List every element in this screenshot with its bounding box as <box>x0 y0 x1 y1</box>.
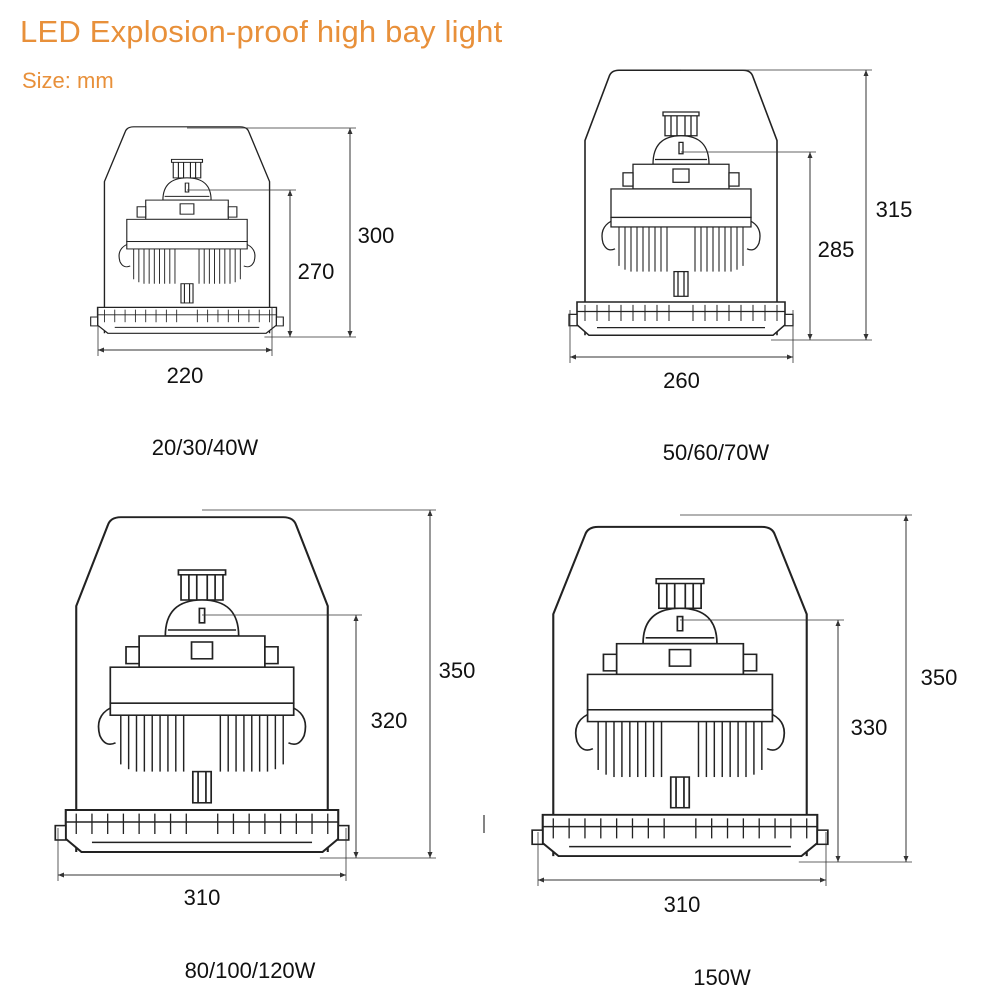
width-label: 310 <box>664 892 701 917</box>
width-label: 310 <box>184 885 221 910</box>
high-bay-lamp-illustration <box>89 126 285 334</box>
body-height-dimension <box>807 152 813 340</box>
model-wattage-caption: 20/30/40W <box>152 435 259 460</box>
total-height-dimension <box>903 515 909 862</box>
body-height-label: 330 <box>851 715 888 740</box>
width-dimension <box>538 877 826 883</box>
body-height-dimension <box>835 620 841 862</box>
size-unit-note: Size: mm <box>22 68 114 93</box>
model-wattage-caption: 150W <box>693 965 751 990</box>
body-height-dimension <box>353 615 359 858</box>
body-height-label: 320 <box>371 708 408 733</box>
model-wattage-caption: 50/60/70W <box>663 440 770 465</box>
high-bay-lamp-illustration <box>568 69 794 337</box>
total-height-label: 350 <box>921 665 958 690</box>
width-dimension <box>58 872 346 878</box>
width-label: 260 <box>663 368 700 393</box>
width-dimension <box>98 347 272 353</box>
high-bay-lamp-illustration <box>54 516 350 854</box>
product-drawing: 270 300 220 20/30/40W <box>89 126 395 460</box>
total-height-label: 315 <box>876 197 913 222</box>
product-drawing: 330 350 310 150W <box>531 514 958 990</box>
width-dimension <box>570 354 793 360</box>
product-drawing: 285 315 260 50/60/70W <box>568 69 913 465</box>
total-height-dimension <box>427 510 433 858</box>
total-height-dimension <box>863 70 869 340</box>
product-drawing: 320 350 310 80/100/120W <box>54 509 476 983</box>
body-height-label: 285 <box>818 237 855 262</box>
total-height-label: 350 <box>439 658 476 683</box>
total-height-dimension <box>347 128 353 337</box>
body-height-label: 270 <box>298 259 335 284</box>
page-title: LED Explosion-proof high bay light <box>20 14 503 49</box>
width-label: 220 <box>167 363 204 388</box>
total-height-label: 300 <box>358 223 395 248</box>
body-height-dimension <box>287 190 293 337</box>
model-wattage-caption: 80/100/120W <box>185 958 316 983</box>
high-bay-lamp-illustration <box>531 525 829 858</box>
